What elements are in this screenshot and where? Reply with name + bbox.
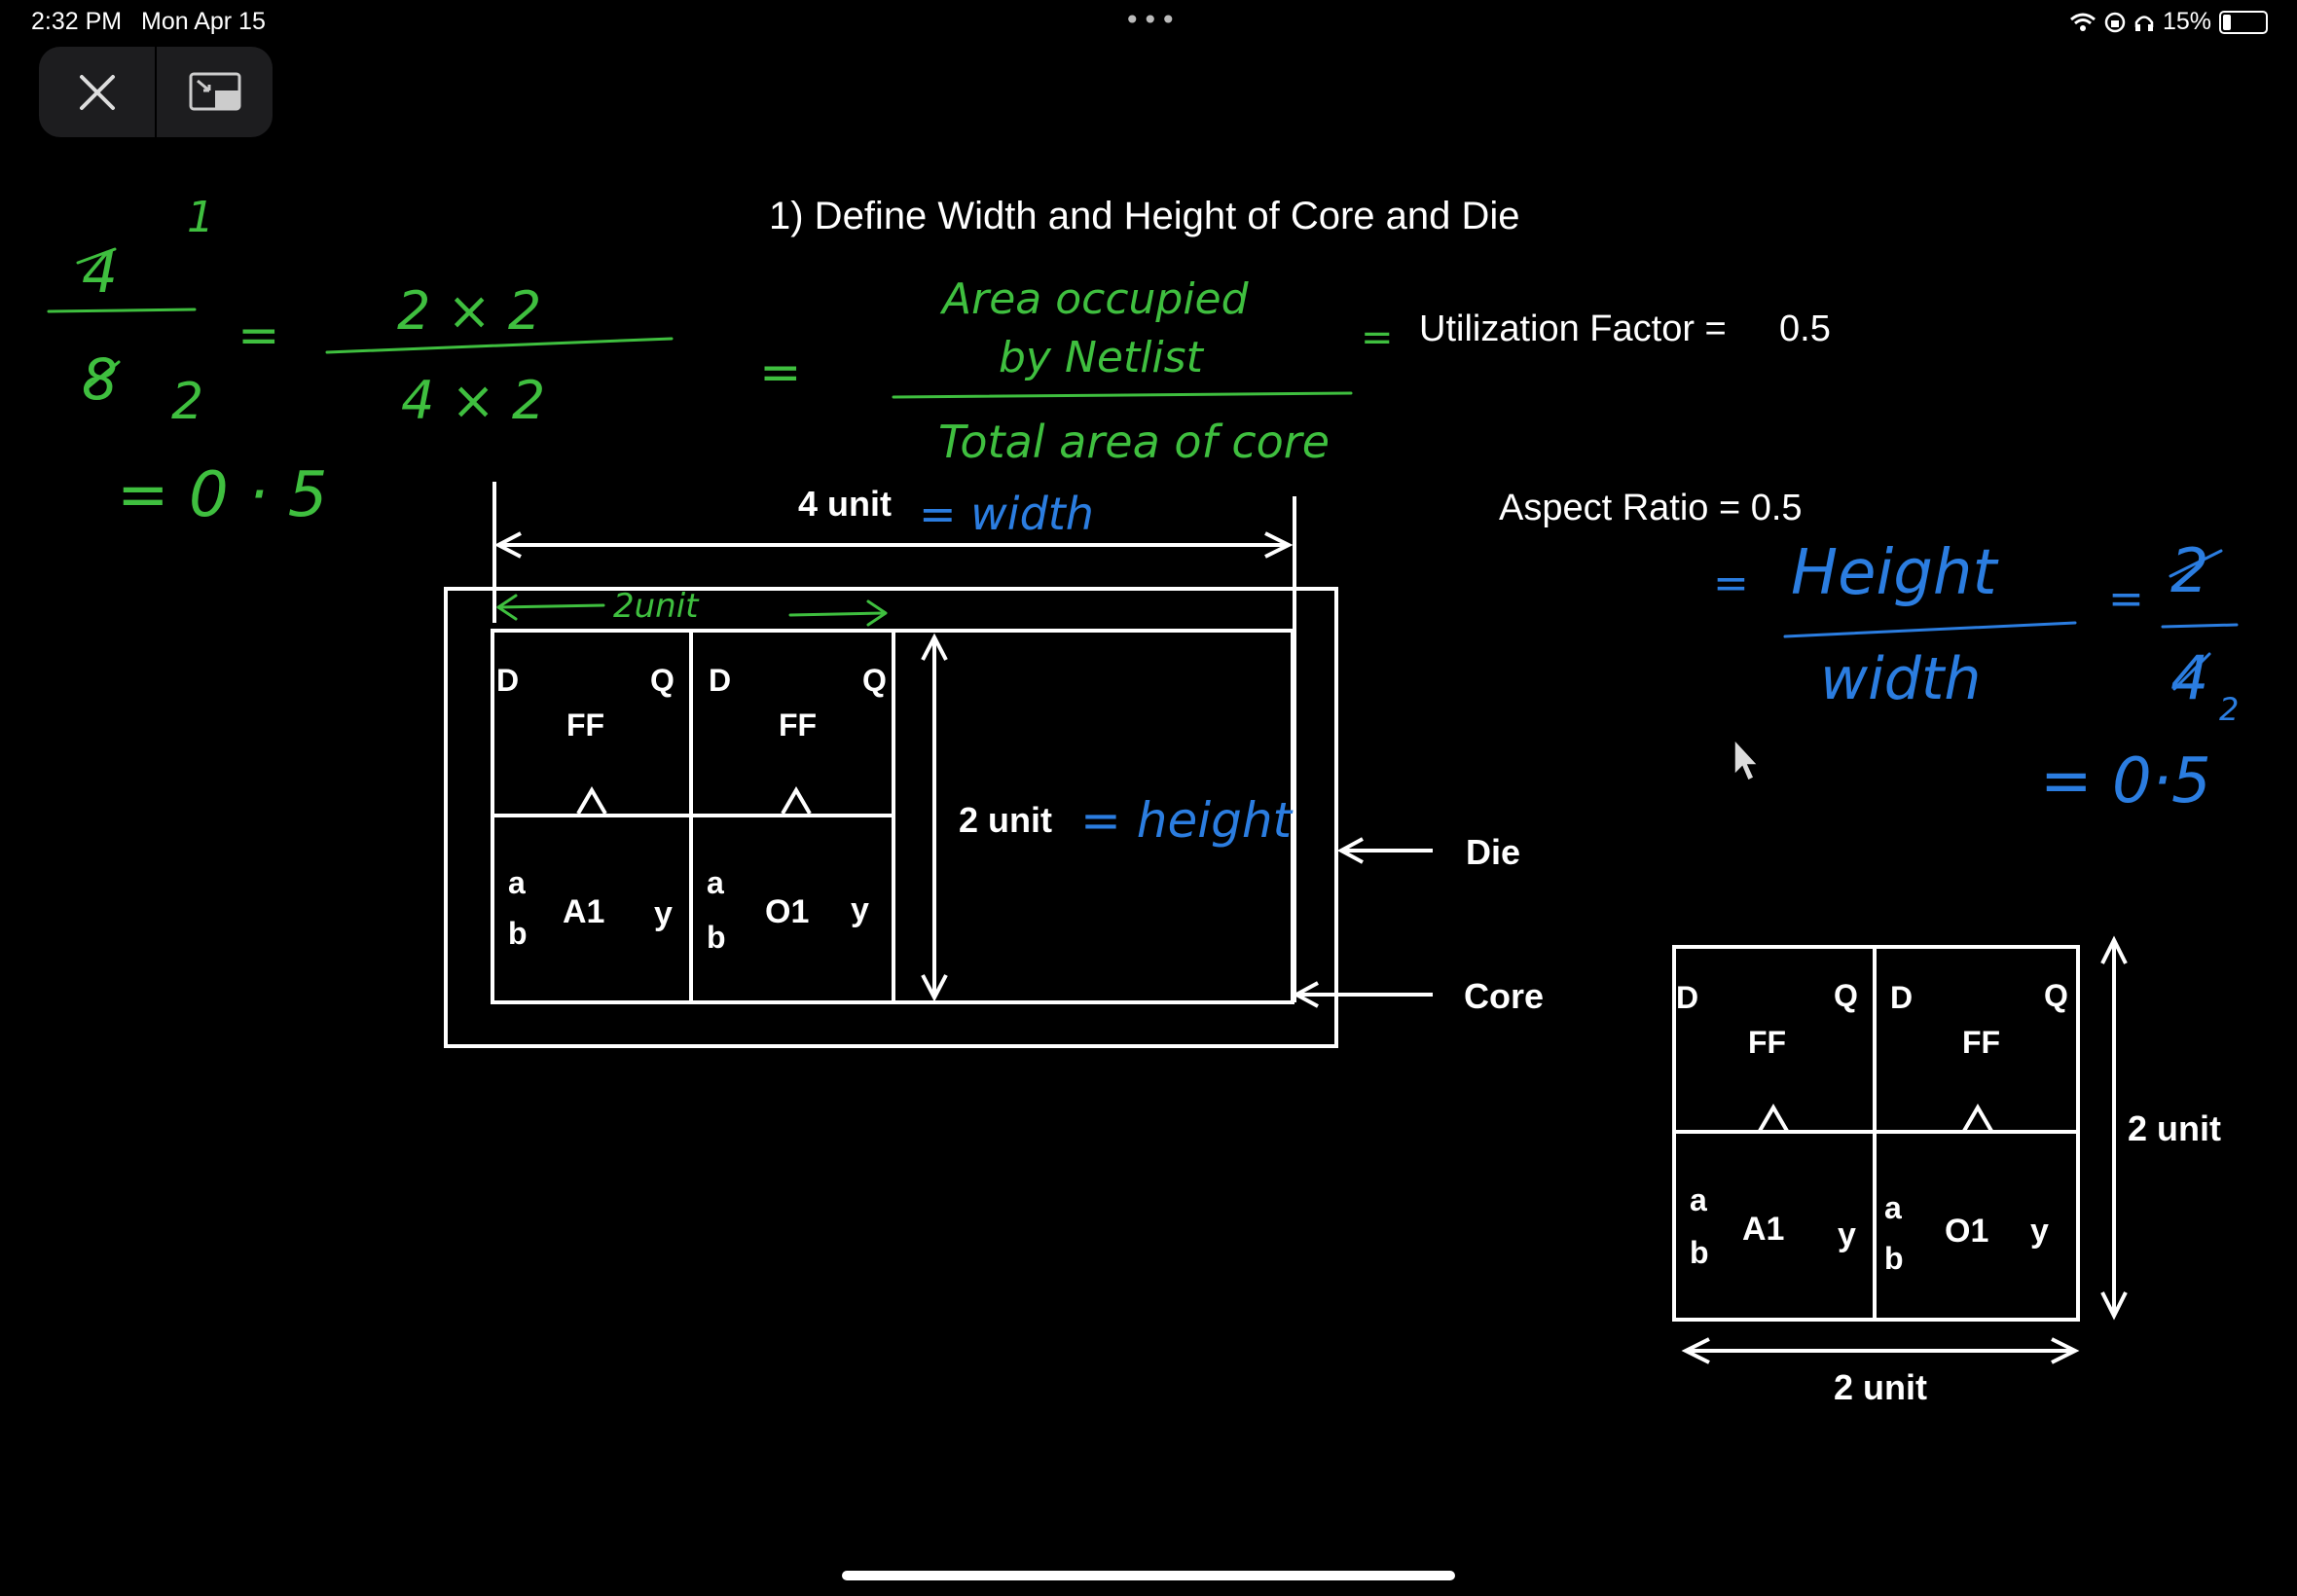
diagram-text: by Netlist: [999, 333, 1205, 382]
home-indicator[interactable]: [842, 1571, 1455, 1580]
diagram-text: b: [1884, 1241, 1904, 1276]
exit-pip-button[interactable]: [157, 47, 273, 137]
a1-pin-y: y: [654, 895, 673, 932]
status-time: 2:32 PM: [31, 8, 123, 35]
a1-label: A1: [563, 893, 604, 930]
slide-title: 1) Define Width and Height of Core and D…: [769, 195, 1520, 237]
diagram-text: = 0 · 5: [117, 459, 327, 531]
diagram-text: FF: [1748, 1025, 1786, 1060]
diagram-text: width: [1820, 645, 1981, 713]
diagram-text: 2: [2170, 535, 2208, 606]
diagram-text: A1: [1742, 1211, 1784, 1248]
pip-controls: [39, 47, 273, 137]
core-label: Core: [1464, 976, 1544, 1016]
battery-icon: [2219, 10, 2268, 34]
close-button[interactable]: [39, 47, 155, 137]
ff1-pin-d: D: [496, 663, 519, 698]
small-height-label: 2 unit: [2128, 1108, 2221, 1148]
diagram-text: 2: [171, 373, 203, 431]
mouse-pointer-icon: [1733, 738, 1760, 782]
diagram-text: a: [1690, 1182, 1707, 1217]
diagram-text: Height: [1791, 537, 1999, 609]
die-outline: [444, 587, 1338, 1048]
battery-percent: 15%: [2162, 8, 2211, 35]
ff2-pin-q: Q: [862, 663, 887, 698]
diagram-text: 2 × 2: [397, 280, 541, 342]
wifi-icon: [2069, 13, 2096, 31]
diagram-text: Area occupied: [939, 274, 1250, 324]
diagram-text: y: [2030, 1213, 2049, 1250]
utilization-value: 0.5: [1779, 308, 1831, 349]
diagram-text: Q: [1834, 978, 1858, 1013]
diagram-text: 4 × 2: [401, 370, 545, 431]
diagram-text: 1: [187, 193, 214, 242]
status-bar: 2:32 PM Mon Apr 15 ••• 15%: [0, 0, 2297, 47]
status-date: Mon Apr 15: [141, 8, 266, 35]
aspect-ratio-label: Aspect Ratio = 0.5: [1499, 488, 1803, 528]
diagram-text: 2: [2219, 691, 2239, 728]
multitasking-dots-icon[interactable]: •••: [1124, 4, 1179, 36]
diagram-text: 4: [2170, 642, 2208, 713]
close-icon: [79, 74, 115, 110]
small-width-label: 2 unit: [1834, 1367, 1927, 1407]
orientation-lock-icon: [2104, 12, 2126, 32]
diagram-text: =: [237, 307, 280, 365]
diagram-text: FF: [1962, 1025, 2000, 1060]
ff1-label: FF: [566, 707, 604, 743]
netlist-block-diagram: D Q FF D Q FF a b A1 y a b O1 y 2 unit 2…: [1672, 935, 2221, 1407]
ff2-label: FF: [779, 707, 817, 743]
diagram-text: Total area of core: [938, 416, 1330, 468]
diagram-text: = 0·5: [2040, 745, 2211, 817]
headphones-icon: [2134, 15, 2154, 31]
a1-pin-a: a: [508, 865, 526, 900]
floorplan-diagram: 4 unit 2 unit D Q FF D Q FF a b A1 y a b…: [444, 482, 1544, 1048]
die-label: Die: [1466, 832, 1520, 872]
diagram-text: 2unit: [613, 587, 700, 626]
status-right: 15%: [2069, 8, 2268, 36]
diagram-text: = width: [919, 488, 1094, 540]
diagram-text: O1: [1945, 1213, 1988, 1250]
ff2-pin-d: D: [709, 663, 731, 698]
green-handwriting: 4 1 8 2 = 2 × 2 4 × 2 = 0 · 5 = Area occ…: [47, 193, 1394, 627]
diagram-text: = height: [1080, 792, 1294, 849]
o1-pin-y: y: [851, 891, 869, 928]
diagram-text: a: [1884, 1190, 1902, 1225]
o1-pin-b: b: [707, 920, 726, 955]
height-label: 2 unit: [959, 800, 1052, 840]
blue-handwriting: = width = height = Height width = 2 4 2 …: [919, 488, 2239, 849]
diagram-text: D: [1676, 980, 1698, 1015]
ff1-pin-q: Q: [650, 663, 675, 698]
diagram-text: =: [1713, 559, 1749, 608]
diagram-text: b: [1690, 1235, 1709, 1270]
diagram-text: =: [2108, 574, 2144, 624]
diagram-text: D: [1890, 980, 1913, 1015]
diagram-text: Q: [2044, 978, 2068, 1013]
width-label: 4 unit: [798, 484, 892, 524]
utilization-label: Utilization Factor =: [1419, 308, 1727, 349]
o1-label: O1: [765, 893, 809, 930]
a1-pin-b: b: [508, 916, 528, 951]
diagram-text: =: [759, 344, 802, 402]
diagram-text: =: [1361, 315, 1394, 360]
o1-pin-a: a: [707, 865, 724, 900]
picture-in-picture-icon: [189, 72, 240, 110]
diagram-text: y: [1838, 1216, 1856, 1253]
